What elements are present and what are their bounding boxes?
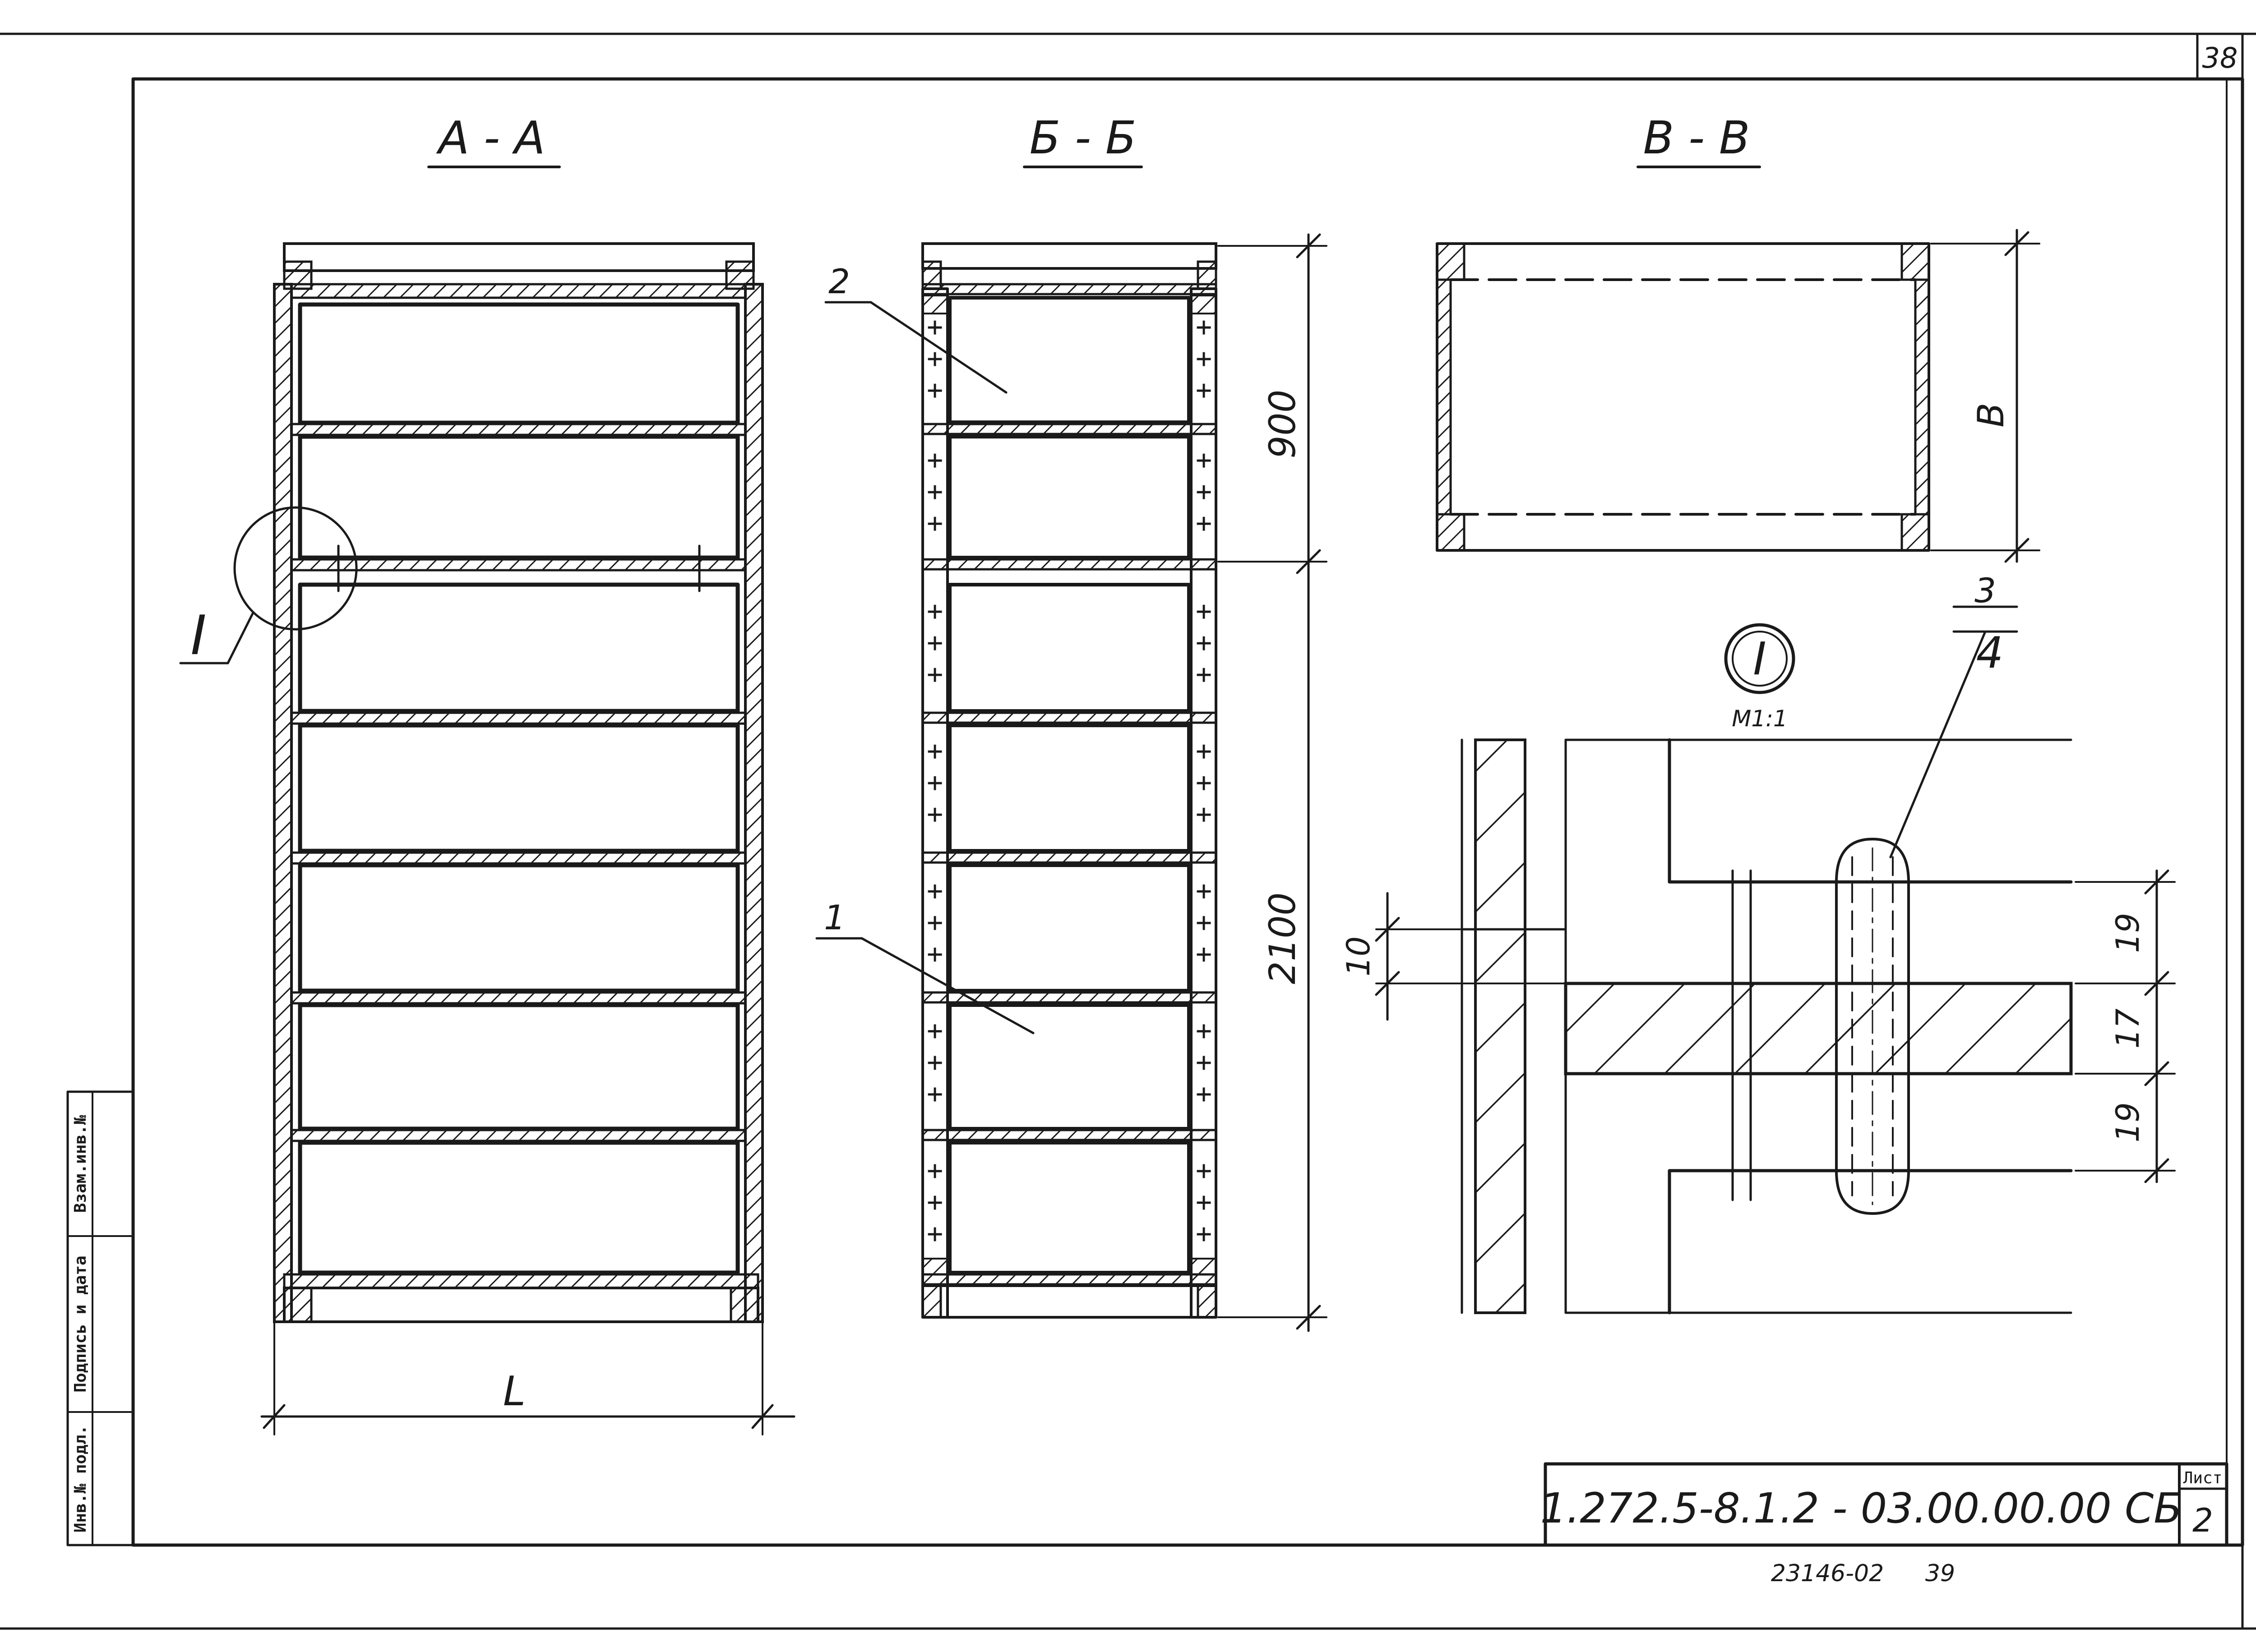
title-doc-code: 1.272.5-8.1.2 - 03.00.00.00 СБ	[1540, 1484, 2182, 1532]
svg-text:+: +	[1196, 659, 1212, 690]
archive-page: 39	[1925, 1560, 1955, 1587]
svg-text:+: +	[927, 798, 943, 830]
section-vv-dim-b: B	[1970, 403, 2012, 428]
svg-text:+: +	[1196, 311, 1212, 343]
section-bb-leaders	[815, 301, 1035, 1034]
detail-dim-10: 10	[1340, 936, 1377, 976]
section-bb-bolt-marks: +++ +++ +++ +++ +++ +++ +++ +++ +++ +++ …	[927, 311, 1212, 1250]
section-bb-frame	[921, 242, 1217, 1319]
svg-text:+: +	[927, 1078, 943, 1110]
svg-text:+: +	[927, 476, 943, 508]
section-aa-title: A - A	[436, 111, 545, 164]
svg-text:+: +	[1196, 767, 1212, 798]
svg-text:+: +	[1196, 444, 1212, 476]
svg-text:+: +	[927, 907, 943, 938]
svg-text:+: +	[1196, 875, 1212, 907]
title-sheet-label: Лист	[2183, 1469, 2223, 1487]
svg-text:+: +	[1196, 1218, 1212, 1250]
svg-text:+: +	[927, 1186, 943, 1218]
svg-text:+: +	[927, 659, 943, 690]
section-aa-dim-l: L	[503, 1368, 526, 1415]
left-stamp	[66, 1090, 134, 1546]
svg-text:+: +	[1196, 595, 1212, 627]
svg-text:+: +	[927, 627, 943, 659]
stamp-inv-podl: Инв.№ подл.	[71, 1425, 90, 1532]
svg-text:+: +	[927, 1047, 943, 1078]
svg-text:+: +	[1196, 627, 1212, 659]
svg-text:+: +	[1196, 735, 1212, 767]
svg-text:+: +	[927, 444, 943, 476]
detail-mark: I	[1753, 632, 1766, 685]
svg-text:+: +	[1196, 1155, 1212, 1186]
svg-text:+: +	[1196, 374, 1212, 406]
section-bb-dim-2100: 2100	[1262, 892, 1304, 984]
svg-text:+: +	[927, 1155, 943, 1186]
detail-pos-3: 3	[1974, 571, 1996, 610]
svg-text:+: +	[1196, 508, 1212, 539]
svg-text:+: +	[1196, 343, 1212, 374]
svg-text:+: +	[927, 1218, 943, 1250]
section-vv-frame	[1436, 229, 2040, 563]
detail-scale: M1:1	[1732, 706, 1788, 732]
detail-dim-19-bottom: 19	[2109, 1102, 2146, 1142]
svg-text:+: +	[1196, 938, 1212, 970]
svg-text:+: +	[927, 374, 943, 406]
svg-text:+: +	[1196, 1078, 1212, 1110]
section-aa-callout: I	[190, 605, 206, 667]
svg-text:+: +	[927, 938, 943, 970]
section-aa-frame	[179, 242, 764, 1323]
svg-text:+: +	[1196, 798, 1212, 830]
svg-text:+: +	[1196, 1186, 1212, 1218]
title-sheet-number: 2	[2192, 1501, 2213, 1539]
svg-text:+: +	[927, 767, 943, 798]
svg-text:+: +	[927, 875, 943, 907]
svg-text:+: +	[1196, 476, 1212, 508]
corner-number-box: 38	[2196, 32, 2244, 80]
svg-text:+: +	[1196, 1015, 1212, 1047]
svg-text:+: +	[1196, 907, 1212, 938]
section-bb-dimensions	[1217, 233, 1327, 1332]
detail-pos-4: 4	[1976, 628, 2003, 678]
section-bb-title: Б - Б	[1030, 111, 1137, 164]
archive-number: 23146-02	[1771, 1560, 1884, 1587]
section-aa-dimension-l	[260, 1307, 795, 1435]
svg-text:+: +	[927, 735, 943, 767]
detail-dim-17: 17	[2109, 1008, 2146, 1048]
sheet-border	[0, 32, 2256, 1630]
stamp-podpis-data: Подпись и дата	[71, 1255, 90, 1392]
svg-text:+: +	[927, 595, 943, 627]
section-bb-pos-2: 2	[828, 262, 850, 301]
title-block	[1544, 1462, 2228, 1547]
corner-number: 38	[2202, 42, 2238, 74]
detail-dim-19-top: 19	[2109, 913, 2146, 953]
svg-text:+: +	[1196, 1047, 1212, 1078]
svg-text:+: +	[927, 311, 943, 343]
detail-i-marker	[1724, 623, 1795, 694]
section-vv-title: В - В	[1643, 111, 1750, 164]
svg-text:+: +	[927, 1015, 943, 1047]
stamp-vzam-inv: Взам.инв.№	[71, 1115, 90, 1213]
section-bb-pos-1: 1	[824, 898, 846, 937]
section-bb-dim-900: 900	[1262, 390, 1304, 459]
svg-text:+: +	[927, 508, 943, 539]
section-titles: A - A Б - Б В - В	[427, 111, 1761, 168]
detail-i-drawing	[1375, 605, 2176, 1315]
